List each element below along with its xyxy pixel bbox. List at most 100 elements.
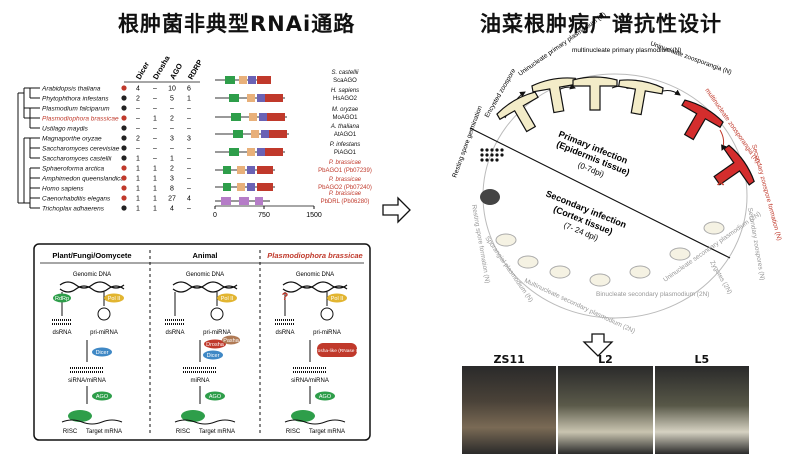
drosha-label: Drosha: [206, 342, 225, 348]
resting-spore-dot: [500, 153, 504, 157]
table-cell: 3: [170, 176, 174, 183]
table-cell: 1: [153, 186, 157, 193]
target-mrna-label: Target mRNA: [86, 429, 122, 435]
table-cell: –: [153, 86, 157, 93]
protein-species: P. brassicae: [329, 191, 362, 197]
protein-domain: [247, 148, 255, 156]
species-dot: [121, 115, 127, 121]
table-cell: –: [153, 126, 157, 133]
target-mrna-strand: [284, 419, 346, 425]
phylogenetic-tree: [17, 87, 40, 209]
species-name: Trichoplax adhaerens: [42, 206, 105, 213]
protein-species: P. brassicae: [329, 160, 362, 166]
pasha-label: Pasha: [223, 338, 240, 344]
resting-spore-dot: [480, 158, 484, 162]
drosha-label-shape: [204, 339, 226, 349]
small-rna-label: siRNA/miRNA: [291, 378, 329, 384]
dsrna-label: dsRNA: [275, 330, 294, 336]
secondary-plasmodium-cell: [517, 255, 539, 269]
table-cell: –: [136, 116, 140, 123]
pol2-label-shape: [217, 293, 237, 303]
binucleate-secondary-label: Binucleate secondary plasmodium (2N): [596, 291, 709, 298]
pol2-label: Pol II: [108, 296, 121, 302]
secondary-plasmodium-cell: [703, 221, 725, 235]
target-mrna-label: Target mRNA: [199, 429, 235, 435]
dna-helix: [59, 281, 125, 289]
protein-domain: [229, 148, 239, 156]
protein-name: HsAGO2: [333, 96, 358, 102]
pri-mirna-label: pri-miRNA: [313, 330, 341, 336]
uninucleate-secondary-label: Uninucleate secondary plasmodium (2N): [662, 211, 762, 284]
protein-species: H. sapiens: [331, 88, 359, 94]
protein-domain: [231, 113, 241, 121]
protein-name: AtAGO1: [334, 132, 357, 138]
drosha-like-label: Drosha-like (RNase III): [313, 348, 362, 354]
axis-tick-1500: 1500: [306, 212, 322, 219]
table-cell: –: [136, 106, 140, 113]
photo-zs11-label: ZS11: [493, 353, 525, 366]
species-name: Saccharomyces cerevisiae: [42, 146, 120, 153]
pri-mirna-loop: [97, 307, 111, 321]
species-name: Amphimedon queenslandica: [41, 176, 124, 183]
zygotes-label: Zygotes (2N): [708, 260, 733, 296]
protein-name: PbDRL (Pb06280): [321, 199, 370, 205]
table-cell: –: [153, 106, 157, 113]
dicer-label-shape: [92, 347, 112, 357]
protein-domain: [247, 166, 255, 174]
ago-label-shape: [315, 391, 335, 401]
table-cell: 1: [153, 116, 157, 123]
table-header: Dicer Drosha AGO RDRP: [134, 53, 204, 81]
table-cell: –: [136, 126, 140, 133]
table-cell: 2: [170, 166, 174, 173]
dsrna-duplex: [165, 319, 185, 325]
table-cell: –: [187, 186, 191, 193]
table-cell: –: [136, 146, 140, 153]
pathway-col-plant: Plant/Fungi/Oomycete: [52, 251, 131, 260]
table-cell: 1: [153, 176, 157, 183]
resting-spore-dot: [485, 153, 489, 157]
risc-label: RISC: [176, 429, 191, 435]
photo-l2: L2: [558, 353, 653, 454]
protein-domain: [261, 130, 269, 138]
resting-spore-cluster: [480, 189, 500, 205]
protein-domain: [237, 166, 245, 174]
risc-label: RISC: [286, 429, 301, 435]
dsrna-duplex: [275, 319, 295, 325]
protein-domain: [249, 113, 257, 121]
unknown-rdrp-mark: ?: [282, 291, 289, 303]
dsrna-label: dsRNA: [165, 330, 184, 336]
protein-domain: [237, 183, 245, 191]
blocked-mark: ✕: [716, 177, 725, 189]
resting-spore-dot: [490, 153, 494, 157]
uninucleate-primary-label: Uninucleate primary plasmodium (N): [517, 11, 607, 77]
photo-l5: L5: [654, 353, 749, 454]
pasha-label-shape: [222, 335, 240, 345]
table-cell: 8: [170, 186, 174, 193]
risc-complex: [68, 410, 92, 422]
table-cell: 1: [136, 166, 140, 173]
table-cell: 10: [168, 86, 176, 93]
dna-helix: [172, 281, 238, 289]
protein-domain: [229, 94, 239, 102]
photo-l5-label: L5: [694, 353, 710, 366]
species-dot: [121, 195, 127, 201]
protein-domain: [265, 148, 283, 156]
col-dicer: Dicer: [134, 60, 151, 81]
species-dot: [121, 125, 127, 131]
risc-complex: [181, 410, 205, 422]
protein-species: P. brassicae: [329, 177, 362, 183]
protein-domain: [247, 94, 255, 102]
species-dot: [121, 205, 127, 211]
protein-name: MoAGO1: [332, 115, 358, 121]
uninucleate-primary-cell: [531, 77, 578, 114]
species-dot: [121, 175, 127, 181]
encysted-zoospore-cell: [496, 91, 539, 133]
species-name: Sphaeroforma arctica: [42, 166, 105, 173]
pol2-label-shape: [327, 293, 347, 303]
secondary-plasmodium-cell: [589, 273, 611, 287]
table-cell: –: [153, 136, 157, 143]
pri-mirna-loop: [320, 307, 334, 321]
rdrp-label-shape: [53, 293, 71, 303]
ago-label: AGO: [96, 394, 109, 400]
genomic-dna-label: Genomic DNA: [186, 272, 224, 278]
